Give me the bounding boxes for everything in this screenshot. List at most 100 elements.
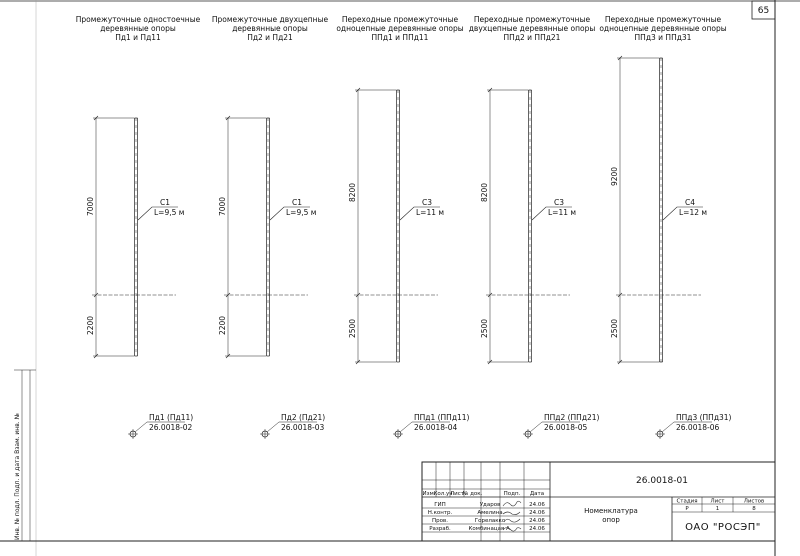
sheets-value: 8	[752, 506, 756, 512]
dimension-tick	[487, 359, 493, 365]
role-developed: Разраб.	[429, 526, 451, 532]
plan-leader	[266, 421, 317, 433]
support-title-line: ППд1 и ППд11	[372, 33, 429, 42]
plan-pole-symbol	[261, 430, 269, 438]
doc-title-line-2: опор	[602, 516, 620, 524]
support-title-line: ППд3 и ППд31	[635, 33, 692, 42]
signature-marks	[502, 500, 522, 532]
dimension-above-ground: 8200	[480, 183, 489, 202]
plan-pole-symbol	[129, 430, 137, 438]
support-title-line: двухцепные деревянные опоры	[469, 24, 596, 33]
page-number-box: 65	[751, 0, 776, 20]
support-title-line: деревянные опоры	[100, 24, 176, 33]
dimension-tick	[617, 359, 623, 365]
support-title-line: Переходные промежуточные	[474, 15, 591, 24]
plan-label: Пд1 (Пд11)	[149, 413, 193, 422]
plan-label: ППд1 (ППд11)	[414, 413, 470, 422]
dimension-tick	[225, 353, 231, 359]
support-title-line: Переходные промежуточные	[342, 15, 459, 24]
doc-title-line-1: Номенклатура	[584, 507, 638, 515]
dimension-below-ground: 2200	[86, 316, 95, 335]
dimension-below-ground: 2200	[218, 316, 227, 335]
dimension-tick	[355, 292, 361, 298]
support-title-line: Промежуточные двухцепные	[212, 15, 329, 24]
callout-leader	[399, 206, 440, 221]
support-title-line: одноцепные деревянные опоры	[336, 24, 463, 33]
dimension-tick	[225, 115, 231, 121]
plan-label: Пд2 (Пд21)	[281, 413, 325, 422]
callout-code: С1	[292, 198, 302, 207]
dimension-tick	[487, 292, 493, 298]
side-stamp: Инв. № подл. Подп. и дата Взам. инв. №	[14, 369, 36, 541]
plan-code: 26.0018-06	[676, 423, 719, 432]
col-header-date: Дата	[530, 491, 544, 497]
dimension-above-ground: 7000	[218, 197, 227, 216]
sheet-value: 1	[716, 506, 720, 512]
callout-code: С1	[160, 198, 170, 207]
col-header-doc-no: № док.	[463, 491, 483, 497]
callout-leader	[137, 206, 178, 221]
plan-label: ППд2 (ППд21)	[544, 413, 600, 422]
name-developed: Комбинацая А.	[468, 526, 511, 532]
col-header-list: Лист	[450, 491, 465, 497]
side-stamp-text: Инв. № подл. Подп. и дата Взам. инв. №	[14, 413, 21, 540]
dimension-tick	[93, 115, 99, 121]
date-developed: 24.06	[529, 526, 545, 532]
callout-code: С4	[685, 198, 695, 207]
name-norm-control: Амелина	[477, 510, 502, 516]
dimension-tick	[617, 292, 623, 298]
dimension-above-ground: 8200	[348, 183, 357, 202]
plan-pole-symbol	[394, 430, 402, 438]
dimension-tick	[93, 292, 99, 298]
dimension-below-ground: 2500	[610, 319, 619, 338]
dimension-above-ground: 9200	[610, 167, 619, 186]
plan-code: 26.0018-04	[414, 423, 457, 432]
document-code: 26.0018-01	[636, 476, 688, 486]
callout-length: L=9,5 м	[154, 208, 184, 217]
title-block	[421, 461, 776, 542]
date-checked: 24.06	[529, 518, 545, 524]
callout-code: С3	[554, 198, 564, 207]
plan-pole-symbol	[656, 430, 664, 438]
title-block-text: 26.0018-01 Изм. Кол.уч Лист № док. Подп.…	[423, 476, 765, 533]
callout-leader	[531, 206, 572, 221]
plan-pole-symbol	[524, 430, 532, 438]
sheet-header: Лист	[711, 499, 726, 505]
role-checked: Пров.	[432, 518, 448, 524]
support-title-line: Пд1 и Пд11	[115, 33, 161, 42]
plan-leader	[661, 421, 712, 433]
plan-label: ППд3 (ППд31)	[676, 413, 732, 422]
role-gip: ГИП	[434, 502, 446, 508]
support-title-line: ППд2 и ППд21	[504, 33, 561, 42]
callout-leader	[662, 206, 703, 221]
dimension-below-ground: 2500	[480, 319, 489, 338]
support-title-line: Промежуточные одностоечные	[76, 15, 201, 24]
role-norm-control: Н.контр.	[428, 510, 453, 516]
dimension-tick	[355, 359, 361, 365]
callout-length: L=9,5 м	[286, 208, 316, 217]
dimension-tick	[93, 353, 99, 359]
support-title-line: одноцепные деревянные опоры	[599, 24, 726, 33]
col-header-sign: Подп.	[504, 491, 521, 497]
name-checked: Горелакко	[475, 518, 506, 524]
support-title-line: деревянные опоры	[232, 24, 308, 33]
dimension-tick	[487, 87, 493, 93]
dimension-tick	[617, 55, 623, 61]
name-gip: Ударов	[480, 502, 501, 508]
callout-length: L=11 м	[548, 208, 576, 217]
dimension-above-ground: 7000	[86, 197, 95, 216]
dimension-below-ground: 2500	[348, 319, 357, 338]
page-number: 65	[758, 6, 769, 16]
col-header-izm: Изм.	[423, 491, 436, 497]
support-title-line: Переходные промежуточные	[605, 15, 722, 24]
sheets-header: Листов	[744, 499, 765, 505]
plan-code: 26.0018-03	[281, 423, 324, 432]
date-gip: 24.06	[529, 502, 545, 508]
dimension-tick	[225, 292, 231, 298]
